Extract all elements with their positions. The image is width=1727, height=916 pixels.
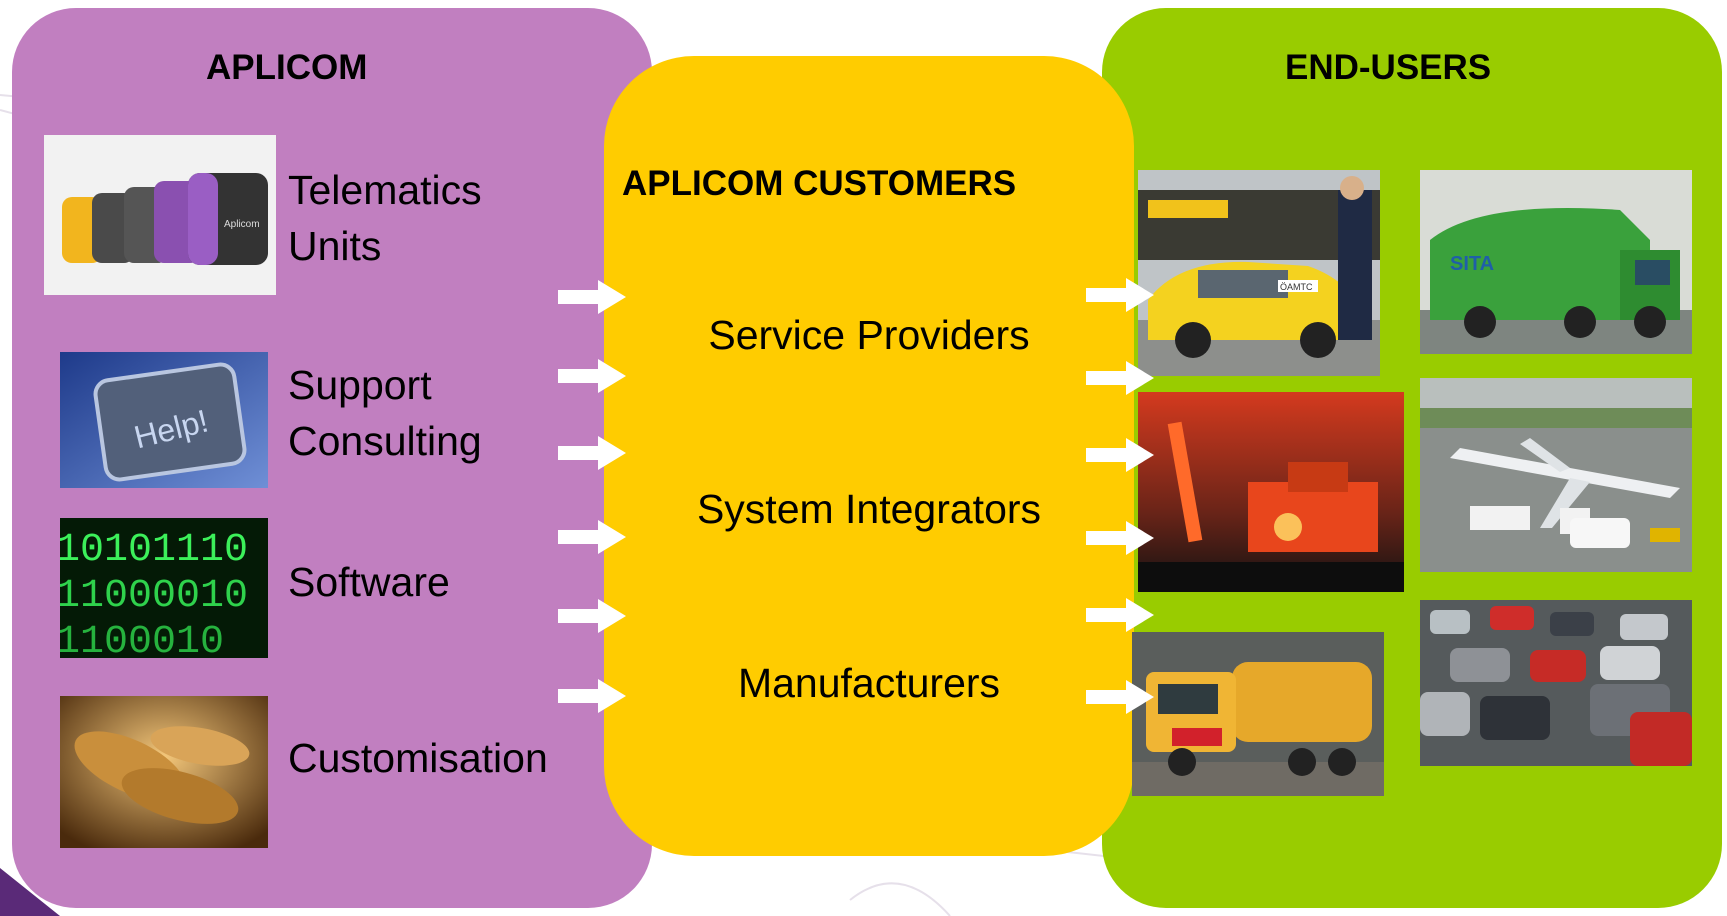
offering-label-line-1: Software (288, 559, 450, 605)
offering-customisation: Customisation (288, 730, 548, 786)
arrow-right-icon (1086, 278, 1154, 312)
binary-code-photo: 10101110 11000010 1100010 (60, 518, 268, 658)
svg-text:SITA: SITA (1450, 253, 1494, 275)
arrow-right-icon (1086, 521, 1154, 555)
arrow-right-icon (558, 520, 626, 554)
svg-text:11000010: 11000010 (60, 574, 248, 619)
group-service-providers: Service Providers (708, 312, 1030, 358)
taxi-sign: ÖAMTC (1280, 282, 1313, 292)
offering-label-line-1: Telematics (288, 167, 482, 213)
group-manufacturers: Manufacturers (737, 660, 1001, 706)
arrow-right-icon (1086, 361, 1154, 395)
help-key-photo: Help! (60, 352, 268, 488)
offering-label-line-1: Support (288, 362, 432, 408)
arrow-right-icon (558, 280, 626, 314)
arrow-right-icon (558, 679, 626, 713)
group-system-integrators: System Integrators (696, 486, 1042, 532)
svg-text:1100010: 1100010 (60, 620, 224, 658)
telematics-units-photo: Aplicom (44, 135, 276, 295)
taxi-photo: ÖAMTC (1138, 170, 1380, 376)
aplicom-title: APLICOM (206, 48, 368, 87)
arrow-right-icon (558, 436, 626, 470)
offering-software: Software (288, 554, 450, 610)
arrow-right-icon (558, 359, 626, 393)
arrow-right-icon (1086, 598, 1154, 632)
garbage-truck-photo: SITA (1420, 170, 1692, 354)
offering-telematics-units: Telematics Units (288, 162, 482, 274)
end-users-title: END-USERS (1285, 48, 1492, 87)
customers-panel (604, 56, 1134, 856)
svg-text:10101110: 10101110 (60, 528, 248, 573)
corner-accent (0, 868, 60, 916)
tanker-truck-photo (1132, 632, 1384, 796)
traffic-photo (1420, 600, 1692, 766)
offering-support-consulting: Support Consulting (288, 357, 482, 469)
arrow-right-icon (1086, 680, 1154, 714)
customers-title: APLICOM CUSTOMERS (622, 164, 1017, 203)
arrow-right-icon (558, 599, 626, 633)
svg-text:Aplicom: Aplicom (224, 219, 260, 230)
drilling-rig-photo (1138, 392, 1404, 592)
offering-label-line-1: Customisation (288, 735, 548, 781)
airport-photo (1420, 378, 1692, 572)
offering-label-line-2: Units (288, 223, 382, 269)
offering-label-line-2: Consulting (288, 418, 482, 464)
gold-coins-photo (60, 696, 268, 848)
arrow-right-icon (1086, 438, 1154, 472)
